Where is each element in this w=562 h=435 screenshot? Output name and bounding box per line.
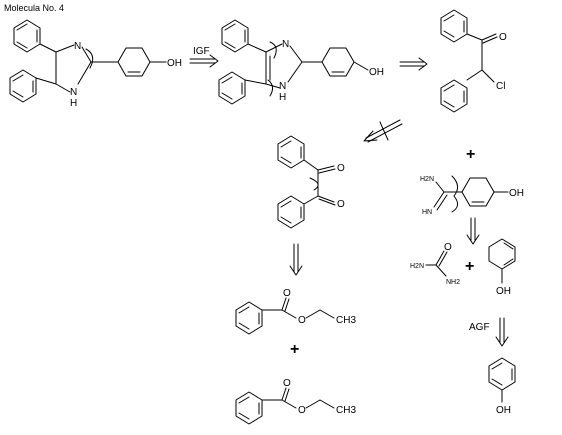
e2-o-carbonyl: O (283, 378, 291, 389)
arrow-igf: IGF (189, 46, 219, 68)
urea-o-label: O (444, 242, 452, 253)
plus-sign-urea: + (465, 258, 474, 275)
agf-label: AGF (469, 322, 490, 333)
arrow-agf: AGF (469, 317, 509, 347)
m4-phenyl-lower (277, 195, 305, 229)
m1-oh-label: OH (167, 58, 182, 69)
m4-disconnection-mark (309, 177, 319, 191)
molecule-4: O O (277, 135, 345, 229)
m4-o1-label: O (337, 163, 345, 174)
m2-nh-h-label: H (279, 92, 286, 103)
m3-cl-label: Cl (496, 81, 505, 92)
urea: H2N O NH2 (410, 242, 460, 286)
arrow-2 (399, 57, 428, 71)
plus-sign-esters: + (290, 341, 299, 358)
molecule-2: N N H OH (218, 19, 384, 105)
arrow-down-amidine (466, 217, 480, 245)
m6-ring (488, 238, 516, 270)
m4-o2-label: O (337, 199, 345, 210)
m1-n-label: N (74, 41, 81, 52)
m3-phenyl-lower (440, 79, 468, 113)
m5-disconnection-upper (451, 175, 458, 197)
m5-hn-label: HN (422, 209, 432, 216)
molecule-6: OH (488, 238, 516, 297)
molecule-7: OH (488, 357, 516, 416)
plus-sign-right: + (466, 146, 475, 163)
molecule-3: O Cl (440, 9, 507, 113)
ester-1: O O CH3 (235, 288, 356, 335)
m1-nh-h-label: H (70, 98, 77, 109)
e1-ch3: CH3 (336, 315, 356, 326)
arrow-retro (363, 119, 403, 143)
m5-oh-label: OH (509, 188, 524, 199)
m2-disconnection-upper (269, 41, 277, 59)
molecule-5: H2N HN OH (420, 175, 524, 216)
e1-o-ester: O (298, 315, 306, 326)
m4-phenyl-upper (277, 135, 305, 169)
m2-phenyl-upper (221, 19, 249, 53)
urea-h2n-label: H2N (410, 263, 424, 270)
igf-label: IGF (193, 46, 210, 57)
m1-disconnection-mark (85, 48, 94, 69)
m3-phenyl-upper (440, 9, 468, 43)
e2-ch3: CH3 (336, 405, 356, 416)
m5-disconnection-lower (451, 195, 458, 213)
m2-n-label: N (282, 39, 289, 50)
e1-o-carbonyl: O (283, 288, 291, 299)
m2-nh-n-label: N (279, 81, 286, 92)
m7-oh-label: OH (496, 405, 511, 416)
m1-nh-n-label: N (70, 87, 77, 98)
m2-disconnection-lower (267, 79, 274, 97)
molecule-1: N N H OH (9, 19, 182, 109)
m3-o-label: O (499, 32, 507, 43)
urea-nh2-label: NH2 (446, 279, 460, 286)
m2-oh-label: OH (369, 67, 384, 78)
m6-oh-label: OH (496, 286, 511, 297)
m1-phenyl-upper (13, 19, 41, 53)
ester-2: O O CH3 (235, 378, 356, 425)
m5-h2n-label: H2N (420, 176, 434, 183)
title: Molecula No. 4 (4, 3, 64, 13)
e2-o-ester: O (298, 405, 306, 416)
arrow-down-benzil (289, 243, 303, 276)
